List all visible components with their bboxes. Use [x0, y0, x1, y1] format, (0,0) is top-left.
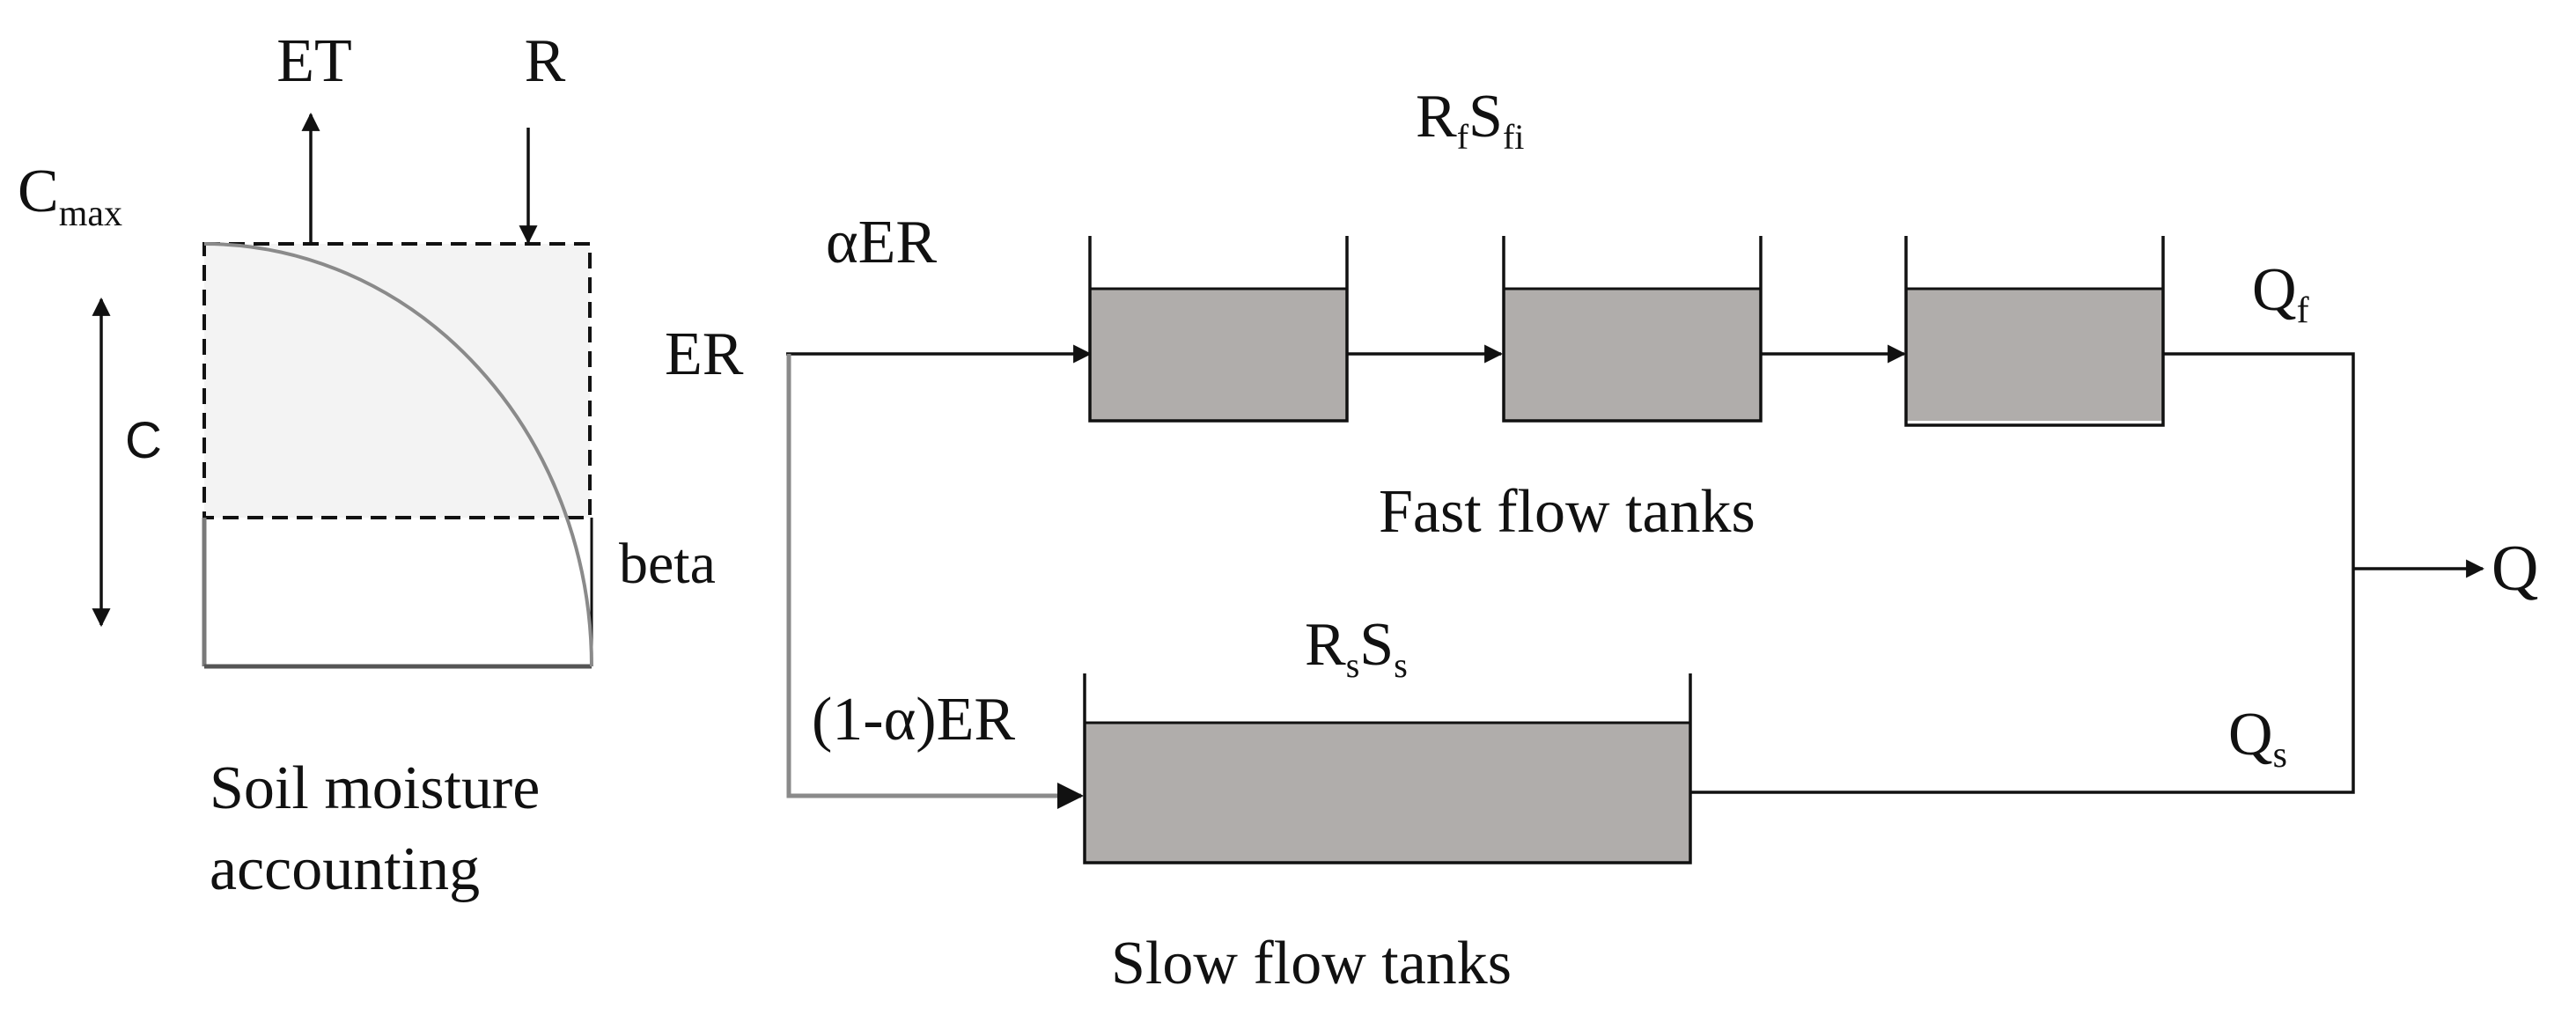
r-label: R: [525, 27, 566, 95]
fast-param-r: R: [1416, 83, 1457, 151]
soil-store-filled-region: [204, 244, 590, 518]
qs-label-sub: s: [2273, 735, 2287, 776]
er-label: ER: [665, 320, 744, 388]
fast-param-s: S: [1468, 83, 1503, 151]
one-minus-alpha-er-line: [786, 354, 1084, 809]
slow-param-s-sub: s: [1394, 645, 1408, 685]
fast-param-r-sub: f: [1457, 117, 1469, 157]
soil-caption-line1: Soil moisture: [210, 754, 540, 822]
qs-line: [1690, 569, 2355, 794]
slow-param-r-sub: s: [1346, 645, 1360, 685]
fast-flow-params: RfSfi: [1416, 83, 1524, 157]
capacity-distribution-curve: [203, 242, 593, 667]
slow-param-s: S: [1359, 611, 1394, 679]
soil-moisture-store: [202, 242, 593, 669]
fast-flow-tank-3: [1904, 236, 2165, 427]
fast-flow-tank-1: [1088, 236, 1349, 423]
et-label: ET: [276, 27, 352, 95]
fast-param-s-sub: fi: [1503, 117, 1524, 157]
c-label: C: [125, 412, 162, 469]
fast-flow-tank-2: [1502, 236, 1763, 423]
qf-label: Qf: [2252, 256, 2309, 331]
fast-flow-caption: Fast flow tanks: [1379, 478, 1755, 546]
cmax-label: Cmax: [18, 158, 122, 234]
cmax-label-main: C: [18, 158, 59, 225]
qf-label-main: Q: [2252, 256, 2297, 324]
alpha-er-label: αER: [826, 209, 937, 276]
q-output-label: Q: [2491, 533, 2538, 605]
qf-label-sub: f: [2297, 291, 2309, 331]
slow-flow-tank: [1083, 673, 1692, 864]
slow-flow-caption: Slow flow tanks: [1111, 930, 1512, 997]
cmax-label-sub: max: [59, 194, 122, 234]
one-minus-alpha-er-label: (1-α)ER: [812, 686, 1015, 754]
slow-flow-params: RsSs: [1305, 611, 1408, 685]
slow-param-r: R: [1305, 611, 1346, 679]
qf-line: [2163, 352, 2355, 569]
beta-label: beta: [619, 532, 716, 596]
soil-store-dashed-box: [202, 242, 592, 519]
soil-caption-line2: accounting: [210, 835, 480, 903]
qs-label: Qs: [2228, 701, 2287, 776]
qs-label-main: Q: [2228, 701, 2273, 769]
